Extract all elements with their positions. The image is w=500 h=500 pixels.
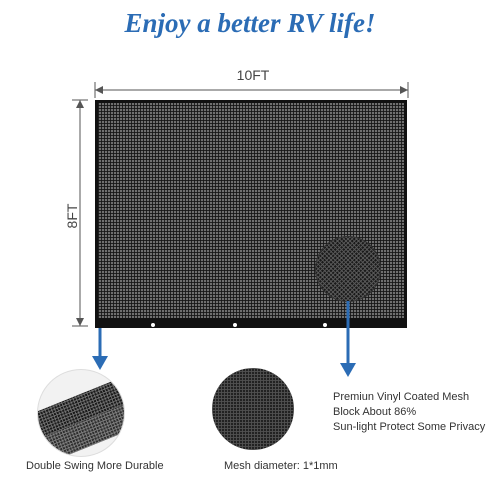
caption-features: Premiun Vinyl Coated Mesh Block About 86…: [333, 390, 485, 435]
arrow-down-icon: [340, 301, 356, 377]
height-dimension-line: [72, 99, 88, 327]
headline: Enjoy a better RV life!: [124, 8, 376, 38]
mesh-closeup-image: [212, 368, 294, 450]
mesh-bottom-hem: [95, 318, 407, 328]
caption-line: Sun-light Protect Some Privacy: [333, 421, 486, 433]
mesh-zoom-circle: [316, 237, 380, 301]
double-swing-detail-image: [38, 370, 124, 456]
height-label: 8FT: [64, 203, 80, 229]
grommet: [323, 323, 327, 327]
arrow-down-icon: [92, 328, 108, 370]
caption-line: Premiun Vinyl Coated Mesh: [333, 391, 470, 403]
width-label: 10FT: [236, 67, 270, 83]
caption-double-swing: Double Swing More Durable: [26, 460, 164, 472]
grommet: [233, 323, 237, 327]
caption-mesh-diameter: Mesh diameter: 1*1mm: [224, 460, 338, 472]
width-dimension-line: [94, 82, 409, 98]
caption-line: Block About 86%: [333, 406, 417, 418]
grommet: [151, 323, 155, 327]
